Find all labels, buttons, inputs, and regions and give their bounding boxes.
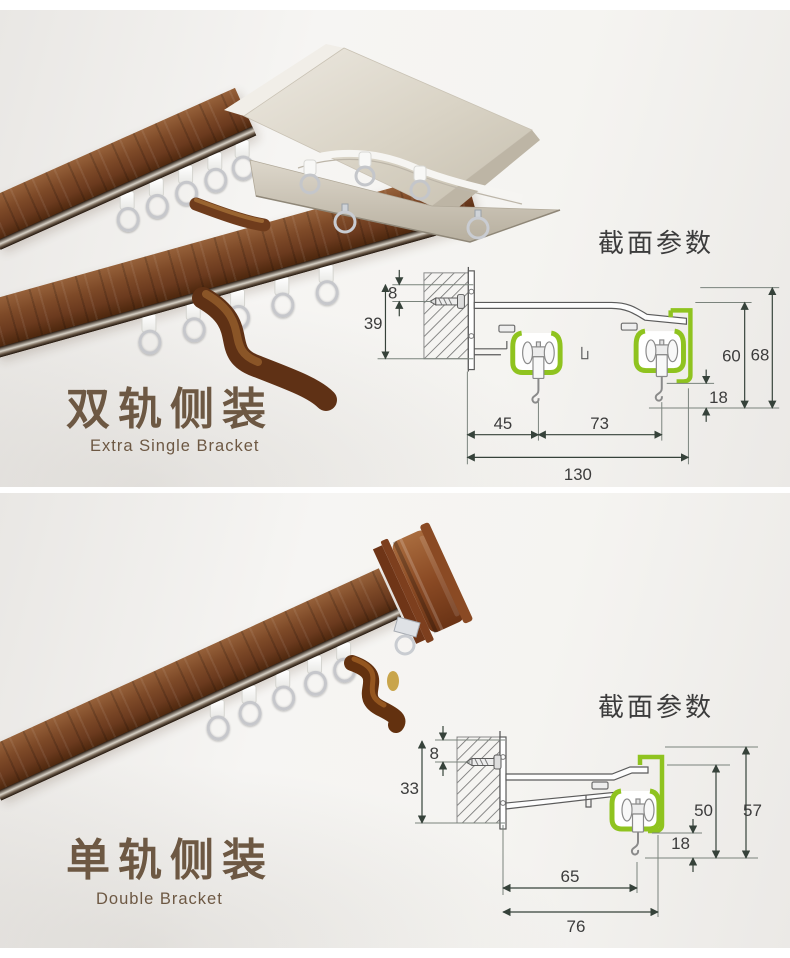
- dim-label-top-offset: 8: [388, 284, 397, 303]
- dim-label-to-track: 65: [561, 867, 580, 886]
- decorative-end-cap: [372, 522, 473, 644]
- tray-edge: [255, 195, 561, 243]
- corner-bracket-box: [224, 44, 561, 243]
- tray-eyelets: [333, 203, 490, 240]
- roller-carrier: [621, 798, 655, 856]
- dimension-lines: [417, 726, 751, 917]
- screw-icon: [428, 294, 465, 309]
- brown-bracket-highlight: [194, 198, 264, 223]
- curtain-hook: [654, 376, 663, 402]
- track-profile: [473, 301, 688, 360]
- dim-label-inner-height: 60: [722, 347, 741, 366]
- dim-label-to-first-track: 45: [494, 414, 513, 433]
- dim-label-hook-drop: 18: [709, 388, 728, 407]
- section-title-cn: 双轨侧装: [66, 385, 274, 434]
- brown-bracket-arm: [189, 197, 271, 232]
- brown-bracket-hook: [344, 655, 406, 733]
- chrome-clip: [393, 616, 421, 656]
- curtain-ring: [466, 216, 490, 240]
- panel-double-track: 截面参数: [0, 10, 790, 487]
- side-mount-brackets: [189, 197, 337, 411]
- tray-gliders: [299, 151, 431, 201]
- roller-carrier: [522, 341, 555, 404]
- curtain-ring: [299, 173, 321, 195]
- box-top-bevel: [224, 44, 344, 116]
- extension-lines: [377, 284, 780, 465]
- curtain-ring: [409, 179, 431, 201]
- dim-label-bracket-height: 39: [364, 314, 383, 333]
- section-title-cn: 单轨侧装: [66, 836, 274, 885]
- curtain-ring: [394, 634, 416, 656]
- dim-label-total-depth: 130: [564, 465, 592, 484]
- curtain-ring: [354, 165, 376, 187]
- box-right-face: [432, 130, 540, 216]
- brown-bracket-hook-highlight: [351, 656, 387, 708]
- cross-section-diagram-double: 8 39 45 73 130 60 68 18: [364, 266, 780, 484]
- dim-label-overall-height: 57: [743, 801, 762, 820]
- wall-hatch: [456, 731, 507, 830]
- extension-lines: [415, 739, 758, 917]
- diagram-heading: 截面参数: [598, 692, 715, 722]
- curtain-glider-hook: [358, 151, 372, 168]
- section-title-en: Extra Single Bracket: [90, 437, 260, 455]
- green-end-flange: [668, 308, 693, 384]
- dim-label-total-depth: 76: [567, 917, 586, 936]
- diagram-heading: 截面参数: [598, 228, 715, 258]
- curtain-hook: [531, 378, 540, 404]
- dim-label-top-offset: 8: [430, 744, 439, 763]
- curtain-hook: [630, 832, 640, 856]
- wall-hatch: [423, 266, 475, 372]
- side-mount-bracket: [344, 655, 406, 733]
- end-cap-overlay: [344, 522, 473, 733]
- section-title-en: Double Bracket: [96, 890, 223, 908]
- cross-section-diagram-single: 8 33 65 76 50 57 18: [400, 726, 762, 936]
- curtain-glider-hook: [303, 159, 317, 176]
- curtain-ring: [333, 210, 357, 234]
- brown-bracket-hook-highlight: [202, 290, 262, 366]
- roller-carrier: [645, 339, 679, 402]
- dim-label-overall-height: 68: [751, 346, 770, 365]
- green-end-flange: [637, 754, 665, 834]
- dimension-lines: [381, 269, 777, 462]
- dim-label-bracket-height: 33: [400, 779, 419, 798]
- brown-bracket-hook: [192, 287, 337, 411]
- brass-fitting: [387, 671, 399, 691]
- curtain-glider-hook: [413, 165, 427, 182]
- screw-icon: [465, 754, 502, 770]
- panel-single-track: 截面参数: [0, 493, 790, 948]
- bracket-box-overlay: [189, 44, 561, 411]
- dim-label-hook-drop: 18: [671, 834, 690, 853]
- dim-label-track-spacing: 73: [590, 414, 609, 433]
- dim-label-inner-height: 50: [694, 801, 713, 820]
